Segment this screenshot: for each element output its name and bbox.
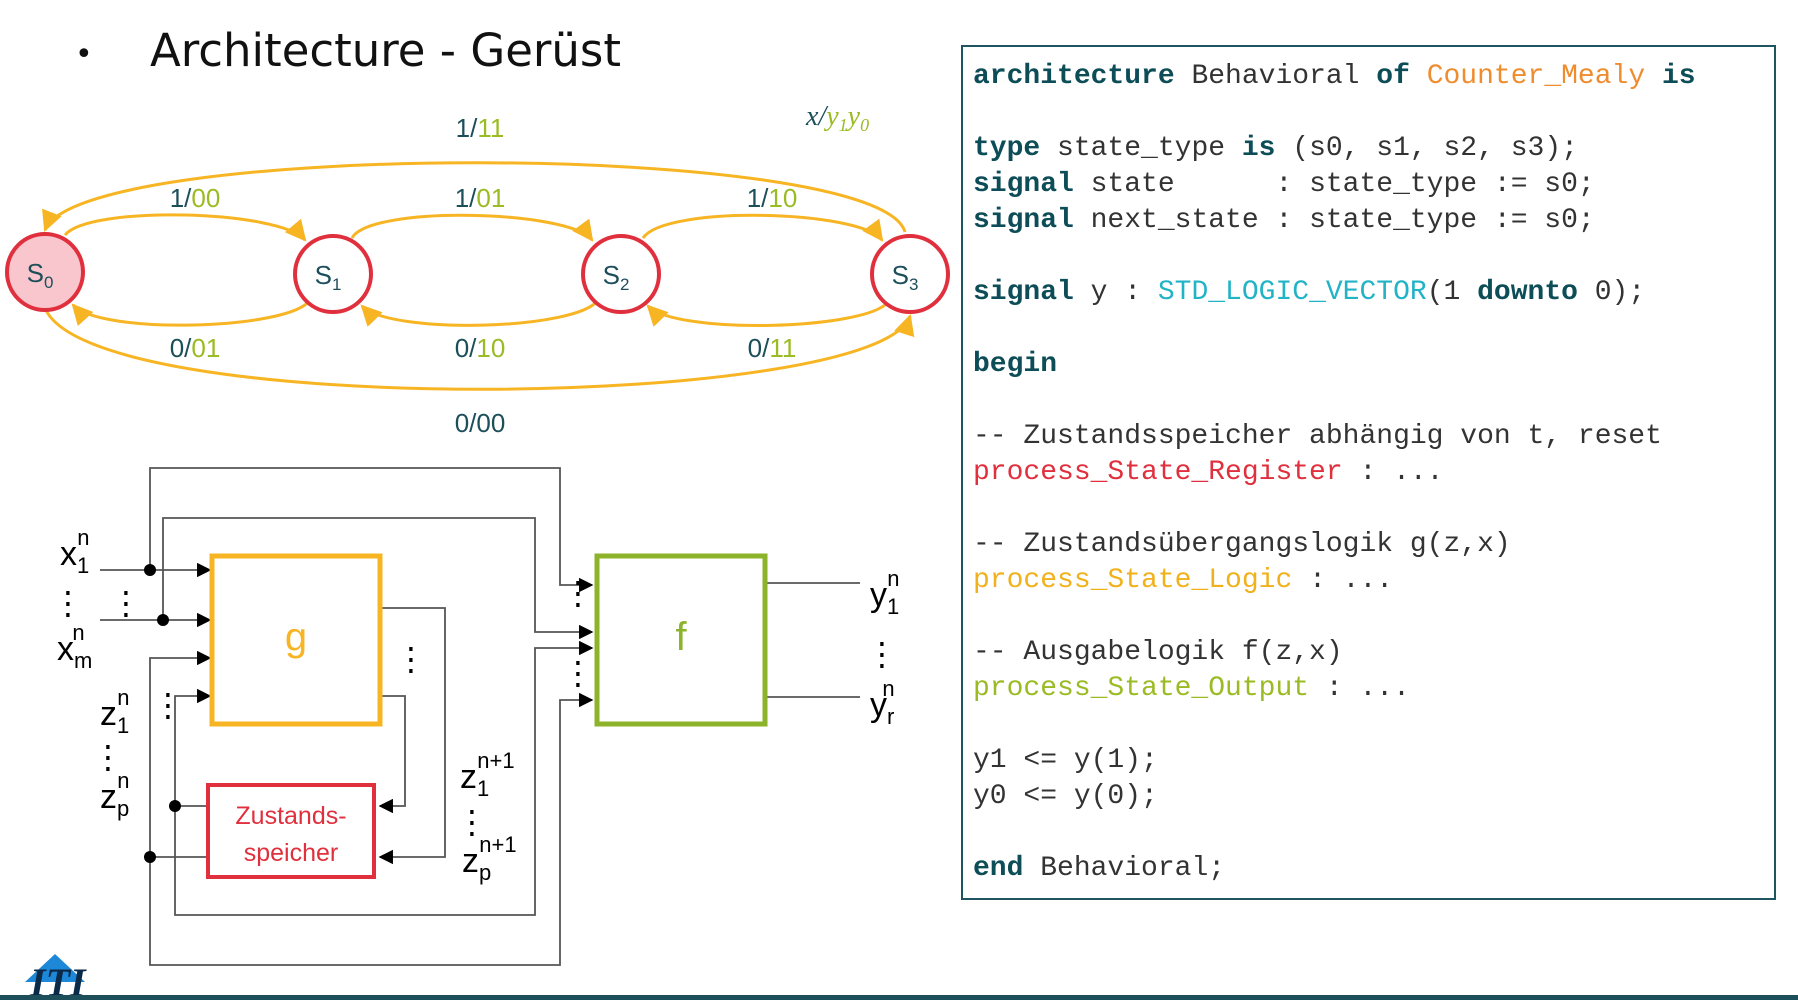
ellipsis: ⋮ (866, 636, 898, 672)
memory-label-2: speicher (244, 839, 339, 867)
ellipsis: ⋮ (152, 687, 184, 723)
svg-text:S0: S0 (27, 258, 54, 292)
bullet: • (75, 36, 93, 72)
arc-s2-to-s3 (641, 213, 884, 242)
code-line-5: signal y : STD_LOGIC_VECTOR(1 downto 0); (973, 277, 1646, 308)
code-line-11: -- Ausgabelogik f(z,x) (973, 637, 1343, 668)
transition-label: 1/00 (170, 183, 221, 213)
title-text: Architecture - Gerüst (150, 24, 622, 77)
code-line-2: type state_type is (s0, s1, s2, s3); (973, 133, 1578, 164)
code-line-14: y0 <= y(0); (973, 781, 1158, 812)
block-diagram: g f Zustands- speicher x1n xmn z1n zpn z… (52, 467, 900, 966)
svg-text:S1: S1 (315, 260, 342, 294)
vhdl-code: architecture Behavioral of Counter_Mealy… (973, 59, 1696, 887)
code-line-10: process_State_Logic : ... (973, 565, 1394, 596)
ellipsis: ⋮ (562, 655, 594, 691)
signal-x1: x1n (60, 525, 90, 578)
state-s1: S1 (293, 234, 373, 314)
ellipsis: ⋮ (456, 804, 488, 840)
state-machine: x/y1y0 1/11 1/00 1/01 1/10 0/01 0/10 0/1… (5, 101, 950, 438)
code-line-6: begin (973, 349, 1058, 380)
transition-label: 1/10 (747, 183, 798, 213)
signal-zp: zpn (100, 768, 130, 821)
ellipsis: ⋮ (52, 585, 84, 621)
transition-label: 0/11 (748, 333, 797, 363)
arc-s0-to-s3 (43, 307, 915, 391)
code-line-13: y1 <= y(1); (973, 745, 1158, 776)
state-s2: S2 (581, 234, 661, 314)
arc-s1-to-s0 (71, 299, 312, 327)
iti-logo: ITI (25, 954, 87, 998)
code-panel: architecture Behavioral of Counter_Mealy… (961, 45, 1776, 900)
ellipsis: ⋮ (562, 575, 594, 611)
memory-label-1: Zustands- (235, 802, 346, 830)
arc-s2-to-s1 (360, 299, 600, 327)
code-line-4: signal next_state : state_type := s0; (973, 205, 1595, 236)
transition-label: 0/00 (455, 408, 506, 438)
block-f-label: f (675, 615, 687, 659)
svg-text:ITI: ITI (29, 960, 87, 998)
arc-s1-to-s2 (350, 213, 594, 242)
svg-text:S3: S3 (892, 260, 919, 294)
transition-label: 0/10 (455, 333, 506, 363)
arc-s3-to-s0 (42, 161, 907, 233)
block-g-label: g (285, 615, 307, 659)
ellipsis: ⋮ (110, 585, 142, 621)
slide-title: • Architecture - Gerüst (75, 24, 621, 77)
arc-s0-to-s1 (63, 213, 307, 242)
code-line-1: architecture Behavioral of Counter_Mealy… (973, 61, 1696, 92)
arc-s3-to-s2 (646, 300, 890, 327)
code-line-7: -- Zustandsspeicher abhängig von t, rese… (973, 421, 1662, 452)
ellipsis: ⋮ (395, 641, 427, 677)
signal-zp-next: zpn+1 (462, 832, 517, 885)
block-memory (206, 783, 376, 879)
code-line-3: signal state : state_type := s0; (973, 169, 1595, 200)
block-g (209, 553, 383, 727)
signal-z1-next: z1n+1 (460, 748, 515, 801)
signal-z1: z1n (100, 685, 130, 738)
transition-label: 1/11 (456, 113, 505, 143)
ellipsis: ⋮ (92, 739, 124, 775)
code-line-12: process_State_Output : ... (973, 673, 1410, 704)
transition-label: 0/01 (170, 333, 221, 363)
transition-label: 1/01 (455, 183, 506, 213)
signal-yr: yrn (870, 676, 895, 729)
code-line-9: -- Zustandsübergangslogik g(z,x) (973, 529, 1511, 560)
code-line-15: end Behavioral; (973, 853, 1226, 884)
svg-text:S2: S2 (603, 260, 630, 294)
state-s3: S3 (870, 234, 950, 314)
state-s0: S0 (5, 232, 85, 312)
block-f (594, 553, 768, 727)
signal-xm: xmn (57, 620, 92, 673)
code-line-8: process_State_Register : ... (973, 457, 1444, 488)
signal-y1: y1n (870, 566, 900, 619)
diagram: x/y1y0 1/11 1/00 1/01 1/10 0/01 0/10 0/1… (5, 101, 950, 966)
footer-rule (0, 995, 1798, 1000)
legend: x/y1y0 (805, 101, 869, 135)
